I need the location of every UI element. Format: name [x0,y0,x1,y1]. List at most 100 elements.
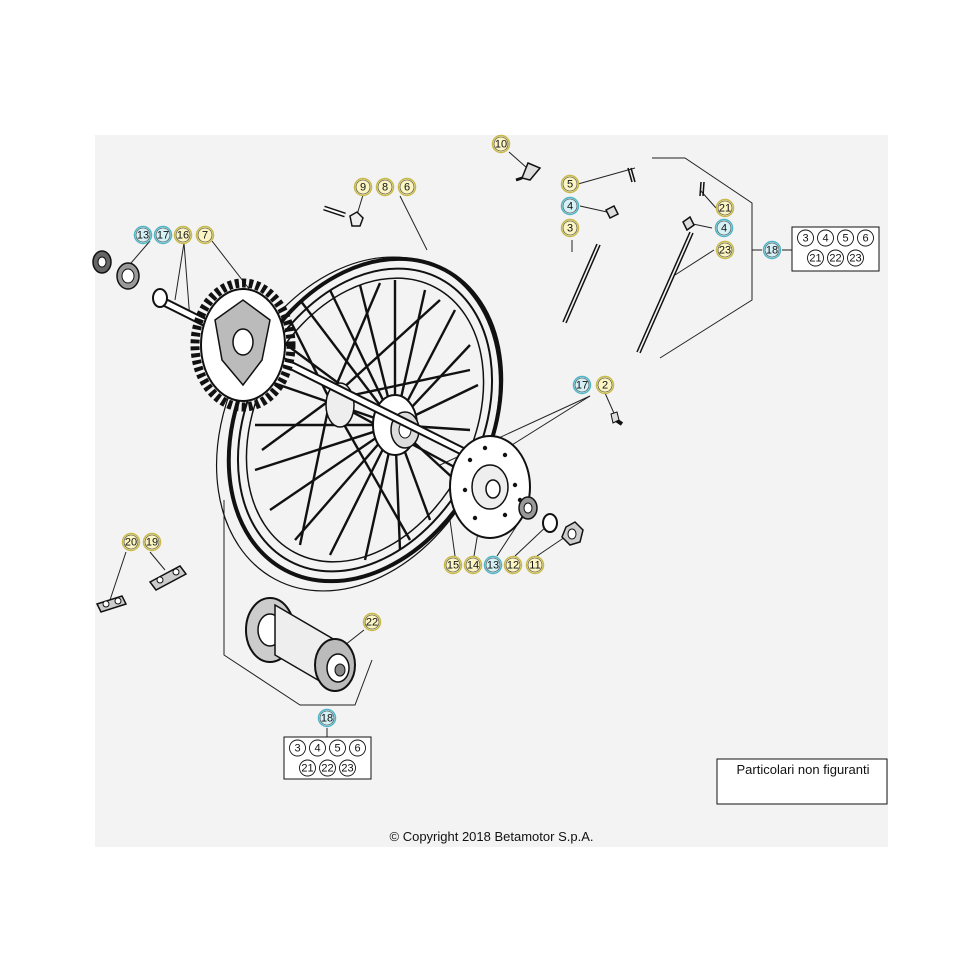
callout-circle [560,218,580,238]
callout-ring [764,242,780,258]
kit-item-label: 6 [862,233,868,245]
callout-c6: 6 [397,177,417,197]
kit-item-label: 21 [301,763,313,775]
kit-item-circle [837,229,854,247]
callout-c3: 3 [560,218,580,238]
callout-circle [714,218,734,238]
kit-item-circle [847,249,864,267]
callout-label: 6 [404,182,410,194]
kit-item-label: 4 [314,743,320,755]
callout-ring [717,200,733,216]
callout-circle [121,532,141,552]
kit-item-label: 23 [341,763,353,775]
callout-label: 21 [719,203,731,215]
bare-hub [245,597,356,692]
kit-item-label: 5 [842,233,848,245]
callout-circle [153,225,173,245]
callout-c17b: 17 [572,375,592,395]
tyre-valve [515,162,542,182]
callout-c21: 21 [715,198,735,218]
callout-ring [364,614,380,630]
callout-circle [142,532,162,552]
callout-label: 2 [602,380,608,392]
callout-circle [525,555,545,575]
callout-ring [562,176,578,192]
kit-item-circle [349,739,366,757]
kit-item-circle [329,739,346,757]
kit-item-circle [857,229,874,247]
callout-label: 13 [137,230,149,242]
callout-label: 18 [321,713,333,725]
callout-circle [715,198,735,218]
callout-c4a: 4 [560,196,580,216]
callout-ring [717,242,733,258]
note-title: Particolari non figuranti [736,762,870,777]
kit-item-label: 22 [829,253,841,265]
callout-c8: 8 [375,177,395,197]
callout-circle [503,555,523,575]
kit-item-label: 3 [294,743,300,755]
copyright: © Copyright 2018 Betamotor S.p.A. [389,829,594,844]
callout-label: 3 [567,223,573,235]
callout-ring [319,710,335,726]
callout-c15: 15 [443,555,463,575]
callout-circle [491,134,511,154]
callout-label: 16 [177,230,189,242]
callout-c13b: 13 [483,555,503,575]
callout-circle [595,375,615,395]
callout-circle [443,555,463,575]
kit-item-label: 5 [334,743,340,755]
callout-ring [485,557,501,573]
callout-c5: 5 [560,174,580,194]
callout-label: 17 [157,230,169,242]
callout-circle [353,177,373,197]
callout-ring [355,179,371,195]
callout-circle [560,174,580,194]
callout-circle [397,177,417,197]
callout-ring [445,557,461,573]
callout-label: 12 [507,560,519,572]
kit-item-circle [319,759,336,777]
callout-ring [155,227,171,243]
rear-sprocket [190,278,296,412]
callout-label: 7 [202,230,208,242]
callout-label: 14 [467,560,479,572]
disc-bolt [610,411,624,426]
kit-item-label: 6 [354,743,360,755]
callout-label: 11 [529,560,540,572]
callout-c13a: 13 [133,225,153,245]
callout-ring [562,220,578,236]
callout-label: 5 [567,179,573,191]
callout-label: 17 [576,380,588,392]
callout-c17a: 17 [153,225,173,245]
callout-c10: 10 [491,134,511,154]
callout-ring [175,227,191,243]
spare-spokes [562,167,705,354]
callout-label: 13 [487,560,499,572]
kit-box-bottom: 3 4 5 6 21 22 23 [283,736,372,780]
callout-c20: 20 [121,532,141,552]
callout-ring [197,227,213,243]
callout-label: 10 [495,139,507,151]
kit-item-circle [797,229,814,247]
callout-c7: 7 [195,225,215,245]
callout-label: 22 [366,617,378,629]
callout-circle [463,555,483,575]
kit-item-circle [299,759,316,777]
callout-c19: 19 [142,532,162,552]
kit-item-circle [339,759,356,777]
callout-c16: 16 [173,225,193,245]
sprocket-bolt [323,205,364,227]
callout-ring [597,377,613,393]
callout-ring [377,179,393,195]
callout-label: 20 [125,537,137,549]
callout-ring [562,198,578,214]
callout-c2: 2 [595,375,615,395]
kit-item-circle [807,249,824,267]
kit-item-label: 22 [321,763,333,775]
callout-ring [505,557,521,573]
callout-c14: 14 [463,555,483,575]
callout-circle [375,177,395,197]
